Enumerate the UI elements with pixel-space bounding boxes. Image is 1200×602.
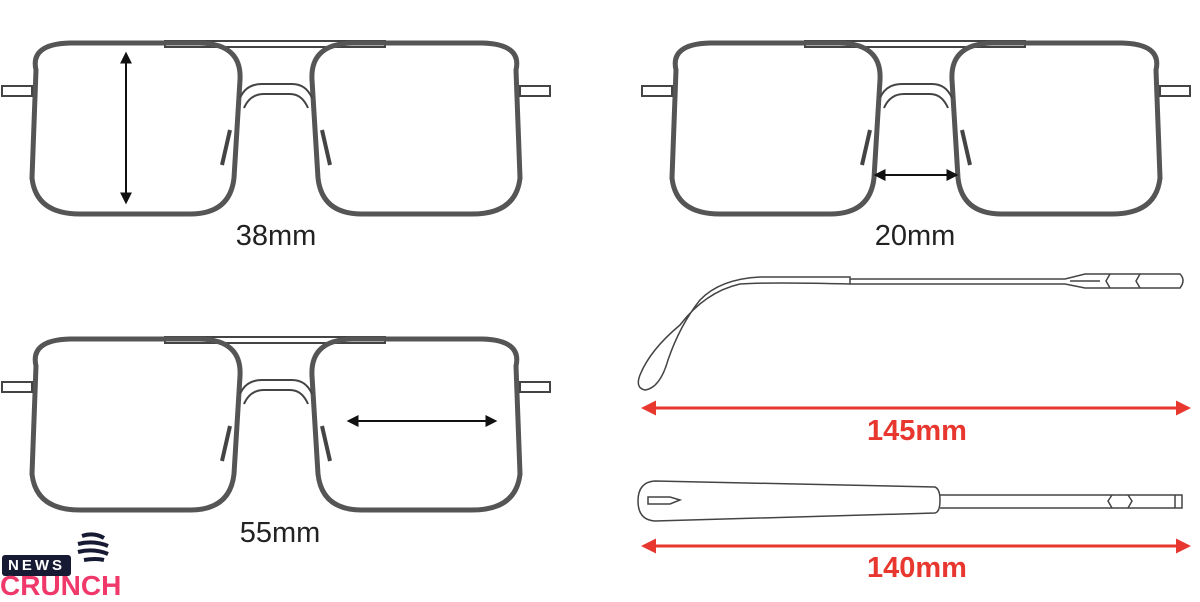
- temple-length-label-140: 140mm: [867, 552, 967, 584]
- temple-side-view: [637, 273, 1184, 391]
- bridge-width-label: 20mm: [874, 220, 956, 252]
- glasses-front-lens-height: [2, 41, 550, 214]
- globe-icon: [77, 532, 109, 562]
- glasses-front-bridge: [642, 41, 1190, 214]
- newscrunch-logo: NEWS CRUNCH: [0, 530, 160, 601]
- logo-crunch: CRUNCH: [0, 570, 122, 601]
- lens-height-label: 38mm: [235, 220, 317, 252]
- lens-width-label: 55mm: [239, 517, 321, 549]
- glasses-front-lens-width: [2, 337, 550, 510]
- logo-news: NEWS: [2, 555, 71, 576]
- temple-length-label-145: 145mm: [867, 415, 967, 447]
- temple-top-view: [637, 480, 1183, 522]
